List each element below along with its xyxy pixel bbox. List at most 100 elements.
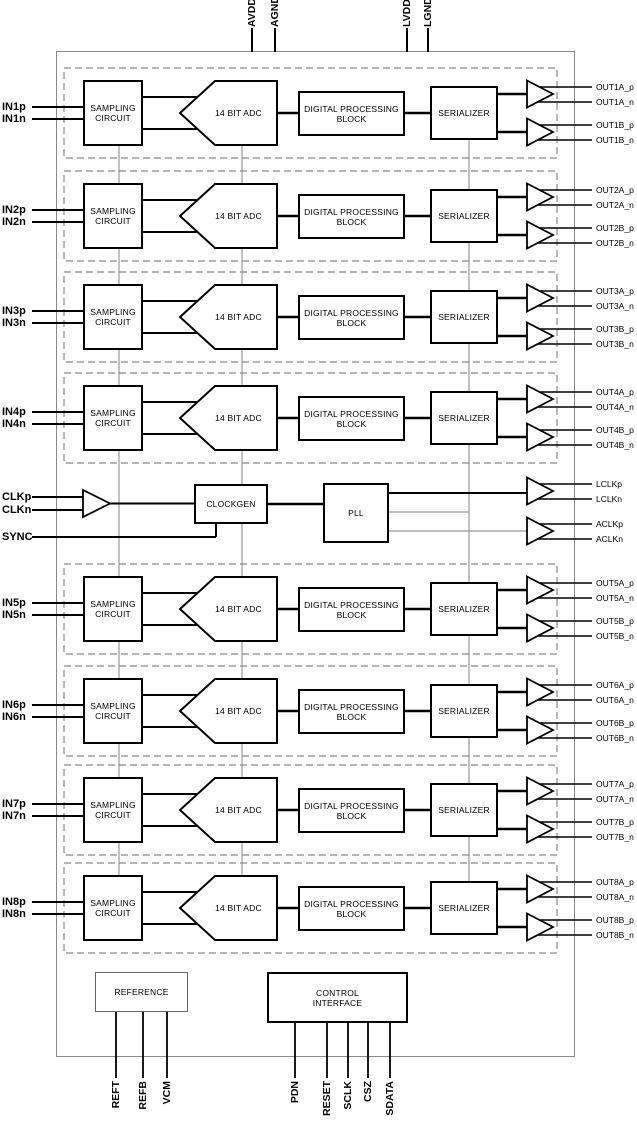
reference-box: REFERENCE: [95, 972, 188, 1012]
input-p-label: IN6p: [2, 699, 26, 711]
channel-wiring: [32, 563, 592, 655]
sampling-circuit-box: SAMPLING CIRCUIT: [83, 875, 143, 941]
digital-processing-box: DIGITAL PROCESSING BLOCK: [298, 396, 405, 441]
adc-shape-icon: [178, 284, 278, 350]
out-a-n-label: OUT8A_n: [596, 892, 634, 902]
pin-label-reft: REFT: [110, 1081, 122, 1109]
channel-wiring: [32, 271, 592, 363]
adc-shape-icon: [178, 875, 278, 941]
out-b-n-label: OUT6B_n: [596, 733, 634, 743]
digital-processing-box: DIGITAL PROCESSING BLOCK: [298, 91, 405, 136]
serializer-box: SERIALIZER: [430, 684, 498, 738]
output-buffer-b-icon: [526, 814, 555, 844]
channel-wiring: [32, 862, 592, 954]
out-a-p-label: OUT4A_p: [596, 387, 634, 397]
channel-wiring: [32, 665, 592, 757]
output-buffer-b-icon: [526, 912, 555, 942]
channel-block: IN6p IN6n SAMPLING CIRCUIT 14 BIT ADC DI…: [0, 665, 637, 757]
bottom-pin-lines: [115, 1012, 391, 1078]
out-b-p-label: OUT3B_p: [596, 324, 634, 334]
channel-block: IN4p IN4n SAMPLING CIRCUIT 14 BIT ADC DI…: [0, 372, 637, 464]
adc-label: 14 BIT ADC: [215, 706, 262, 716]
channel-block: IN8p IN8n SAMPLING CIRCUIT 14 BIT ADC DI…: [0, 862, 637, 954]
control-interface-label: CONTROL INTERFACE: [312, 987, 363, 1008]
adc-label: 14 BIT ADC: [215, 312, 262, 322]
adc-label: 14 BIT ADC: [215, 903, 262, 913]
serializer-label: SERIALIZER: [438, 604, 490, 614]
clock-wiring: [32, 476, 592, 546]
output-buffer-b-icon: [526, 220, 555, 250]
out-b-p-label: OUT5B_p: [596, 616, 634, 626]
out-a-p-label: OUT1A_p: [596, 82, 634, 92]
output-buffer-a-icon: [526, 575, 555, 605]
output-buffer-b-icon: [526, 321, 555, 351]
sampling-circuit-box: SAMPLING CIRCUIT: [83, 80, 143, 146]
channel-wiring: [32, 372, 592, 464]
serializer-box: SERIALIZER: [430, 783, 498, 837]
adc-label: 14 BIT ADC: [215, 413, 262, 423]
pin-label-pdn: PDN: [289, 1081, 301, 1104]
out-b-p-label: OUT2B_p: [596, 223, 634, 233]
adc-label: 14 BIT ADC: [215, 805, 262, 815]
digital-processing-label: DIGITAL PROCESSING BLOCK: [304, 408, 399, 429]
sampling-circuit-label: SAMPLING CIRCUIT: [90, 307, 136, 327]
sampling-circuit-box: SAMPLING CIRCUIT: [83, 385, 143, 451]
adc-shape-icon: [178, 777, 278, 843]
sampling-circuit-label: SAMPLING CIRCUIT: [90, 599, 136, 619]
sampling-circuit-label: SAMPLING CIRCUIT: [90, 898, 136, 918]
lclkp-label: LCLKp: [596, 479, 622, 489]
out-b-n-label: OUT1B_n: [596, 135, 634, 145]
chip-outline: [56, 51, 575, 1057]
serializer-label: SERIALIZER: [438, 312, 490, 322]
pin-label-refb: REFB: [137, 1081, 149, 1110]
channel-wiring: [32, 170, 592, 262]
channel-dashed-outline: [63, 372, 558, 464]
output-buffer-a-icon: [526, 182, 555, 212]
sampling-circuit-box: SAMPLING CIRCUIT: [83, 183, 143, 249]
out-b-n-label: OUT3B_n: [596, 339, 634, 349]
serializer-label: SERIALIZER: [438, 108, 490, 118]
out-b-n-label: OUT7B_n: [596, 832, 634, 842]
input-p-label: IN7p: [2, 798, 26, 810]
channel-block: IN3p IN3n SAMPLING CIRCUIT 14 BIT ADC DI…: [0, 271, 637, 363]
aclkp-label: ACLKp: [596, 519, 623, 529]
output-buffer-b-icon: [526, 117, 555, 147]
adc-shape-icon: [178, 576, 278, 642]
lclk-buffer-icon: [526, 476, 555, 506]
serializer-box: SERIALIZER: [430, 881, 498, 935]
output-buffer-a-icon: [526, 79, 555, 109]
digital-processing-box: DIGITAL PROCESSING BLOCK: [298, 689, 405, 734]
pin-label-reset: RESET: [321, 1081, 333, 1117]
digital-processing-box: DIGITAL PROCESSING BLOCK: [298, 886, 405, 931]
serializer-box: SERIALIZER: [430, 189, 498, 243]
control-interface-box: CONTROL INTERFACE: [267, 972, 408, 1023]
sampling-circuit-box: SAMPLING CIRCUIT: [83, 678, 143, 744]
sampling-circuit-label: SAMPLING CIRCUIT: [90, 408, 136, 428]
out-b-p-label: OUT7B_p: [596, 817, 634, 827]
serializer-label: SERIALIZER: [438, 413, 490, 423]
output-buffer-a-icon: [526, 874, 555, 904]
input-p-label: IN2p: [2, 204, 26, 216]
input-n-label: IN3n: [2, 317, 26, 329]
input-n-label: IN1n: [2, 113, 26, 125]
adc-shape-icon: [178, 183, 278, 249]
input-n-label: IN5n: [2, 609, 26, 621]
clockgen-label: CLOCKGEN: [206, 499, 256, 509]
sampling-circuit-label: SAMPLING CIRCUIT: [90, 701, 136, 721]
input-n-label: IN2n: [2, 216, 26, 228]
channel-block: IN7p IN7n SAMPLING CIRCUIT 14 BIT ADC DI…: [0, 764, 637, 856]
out-b-p-label: OUT4B_p: [596, 425, 634, 435]
channel-block: IN1p IN1n SAMPLING CIRCUIT 14 BIT ADC DI…: [0, 67, 637, 159]
clockgen-box: CLOCKGEN: [194, 484, 268, 524]
pin-label-vcm: VCM: [161, 1081, 173, 1105]
clkp-label: CLKp: [2, 491, 32, 503]
out-b-p-label: OUT1B_p: [596, 120, 634, 130]
out-b-n-label: OUT4B_n: [596, 440, 634, 450]
out-a-p-label: OUT6A_p: [596, 680, 634, 690]
serializer-box: SERIALIZER: [430, 290, 498, 344]
pin-label-csz: CSZ: [362, 1081, 374, 1102]
out-a-p-label: OUT5A_p: [596, 578, 634, 588]
channel-dashed-outline: [63, 862, 558, 954]
channel-dashed-outline: [63, 67, 558, 159]
digital-processing-box: DIGITAL PROCESSING BLOCK: [298, 788, 405, 833]
